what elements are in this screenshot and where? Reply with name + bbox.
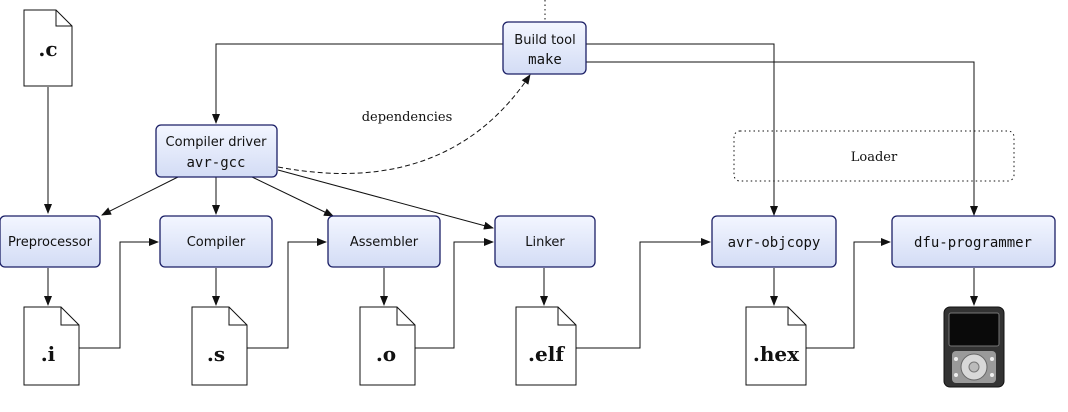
- preprocessor-label: Preprocessor: [8, 235, 93, 250]
- file-elf-label: .elf: [528, 342, 565, 366]
- file-elf: .elf: [515, 306, 577, 386]
- hex-to-programmer-line: [806, 238, 891, 349]
- programmer-node: dfu-programmer: [891, 215, 1056, 268]
- device-screen: [948, 312, 1000, 347]
- device-key-top-right: [990, 357, 994, 361]
- file-i-label: .i: [41, 342, 56, 366]
- dependencies-label: dependencies: [362, 110, 453, 125]
- file-c-page: [23, 9, 73, 87]
- file-hex-fold: [787, 307, 806, 326]
- file-hex-label: .hex: [753, 342, 800, 366]
- gcc-to-assembler-line: [249, 175, 334, 217]
- s-to-assembler-line: [247, 238, 327, 349]
- device-key-top-left: [954, 357, 958, 361]
- file-i-fold: [60, 307, 79, 326]
- file-o-label: .o: [376, 342, 396, 366]
- make-to-objcopy-line: [586, 43, 778, 216]
- i-to-compiler-line: [79, 238, 159, 349]
- file-o: .o: [359, 306, 416, 386]
- preprocessor-node: Preprocessor: [0, 215, 101, 268]
- connectors: [44, 0, 978, 349]
- gcc-to-preprocessor-line: [101, 175, 181, 216]
- file-c-label: .c: [38, 37, 57, 61]
- file-elf-fold: [557, 307, 576, 326]
- file-s: .s: [191, 306, 248, 386]
- file-s-label: .s: [207, 342, 225, 366]
- loader-label: Loader: [851, 150, 898, 165]
- build-tool-title: Build tool: [514, 33, 575, 48]
- device-dial-center: [968, 361, 980, 373]
- make-to-gcc-line: [212, 43, 503, 124]
- device-key-bottom-right: [990, 373, 994, 377]
- gcc-to-linker-line: [277, 169, 494, 230]
- compiler-node: Compiler: [159, 215, 273, 268]
- file-c-fold: [55, 10, 72, 27]
- dependencies-arrow: [277, 74, 531, 174]
- build-tool-command: make: [528, 52, 562, 68]
- file-i-page: [23, 306, 80, 386]
- o-to-linker-line: [415, 238, 494, 349]
- file-elf-page: [515, 306, 577, 386]
- file-i: .i: [23, 306, 80, 386]
- file-s-fold: [228, 307, 247, 326]
- assembler-label: Assembler: [350, 235, 419, 250]
- programmer-label: dfu-programmer: [914, 235, 1032, 251]
- file-hex-page: [745, 306, 807, 386]
- linker-label: Linker: [525, 235, 565, 250]
- compiler-driver-title: Compiler driver: [166, 135, 268, 150]
- objcopy-node: avr-objcopy: [711, 215, 837, 268]
- make-to-programmer-line: [586, 61, 978, 216]
- target-device-icon: [943, 306, 1005, 388]
- device-key-bottom-left: [954, 373, 958, 377]
- compiler-label: Compiler: [187, 235, 246, 250]
- file-s-page: [191, 306, 248, 386]
- file-o-fold: [396, 307, 415, 326]
- objcopy-label: avr-objcopy: [728, 235, 821, 251]
- linker-node: Linker: [494, 215, 596, 268]
- file-o-page: [359, 306, 416, 386]
- compiler-driver-node: Compiler driver avr-gcc: [155, 124, 278, 178]
- compiler-driver-command: avr-gcc: [186, 155, 245, 171]
- build-tool-node: Build tool make: [502, 21, 587, 75]
- file-hex: .hex: [745, 306, 807, 386]
- assembler-node: Assembler: [327, 215, 441, 268]
- file-c: .c: [23, 9, 73, 87]
- loader-group: Loader: [733, 130, 1015, 182]
- elf-to-objcopy-line: [576, 238, 711, 349]
